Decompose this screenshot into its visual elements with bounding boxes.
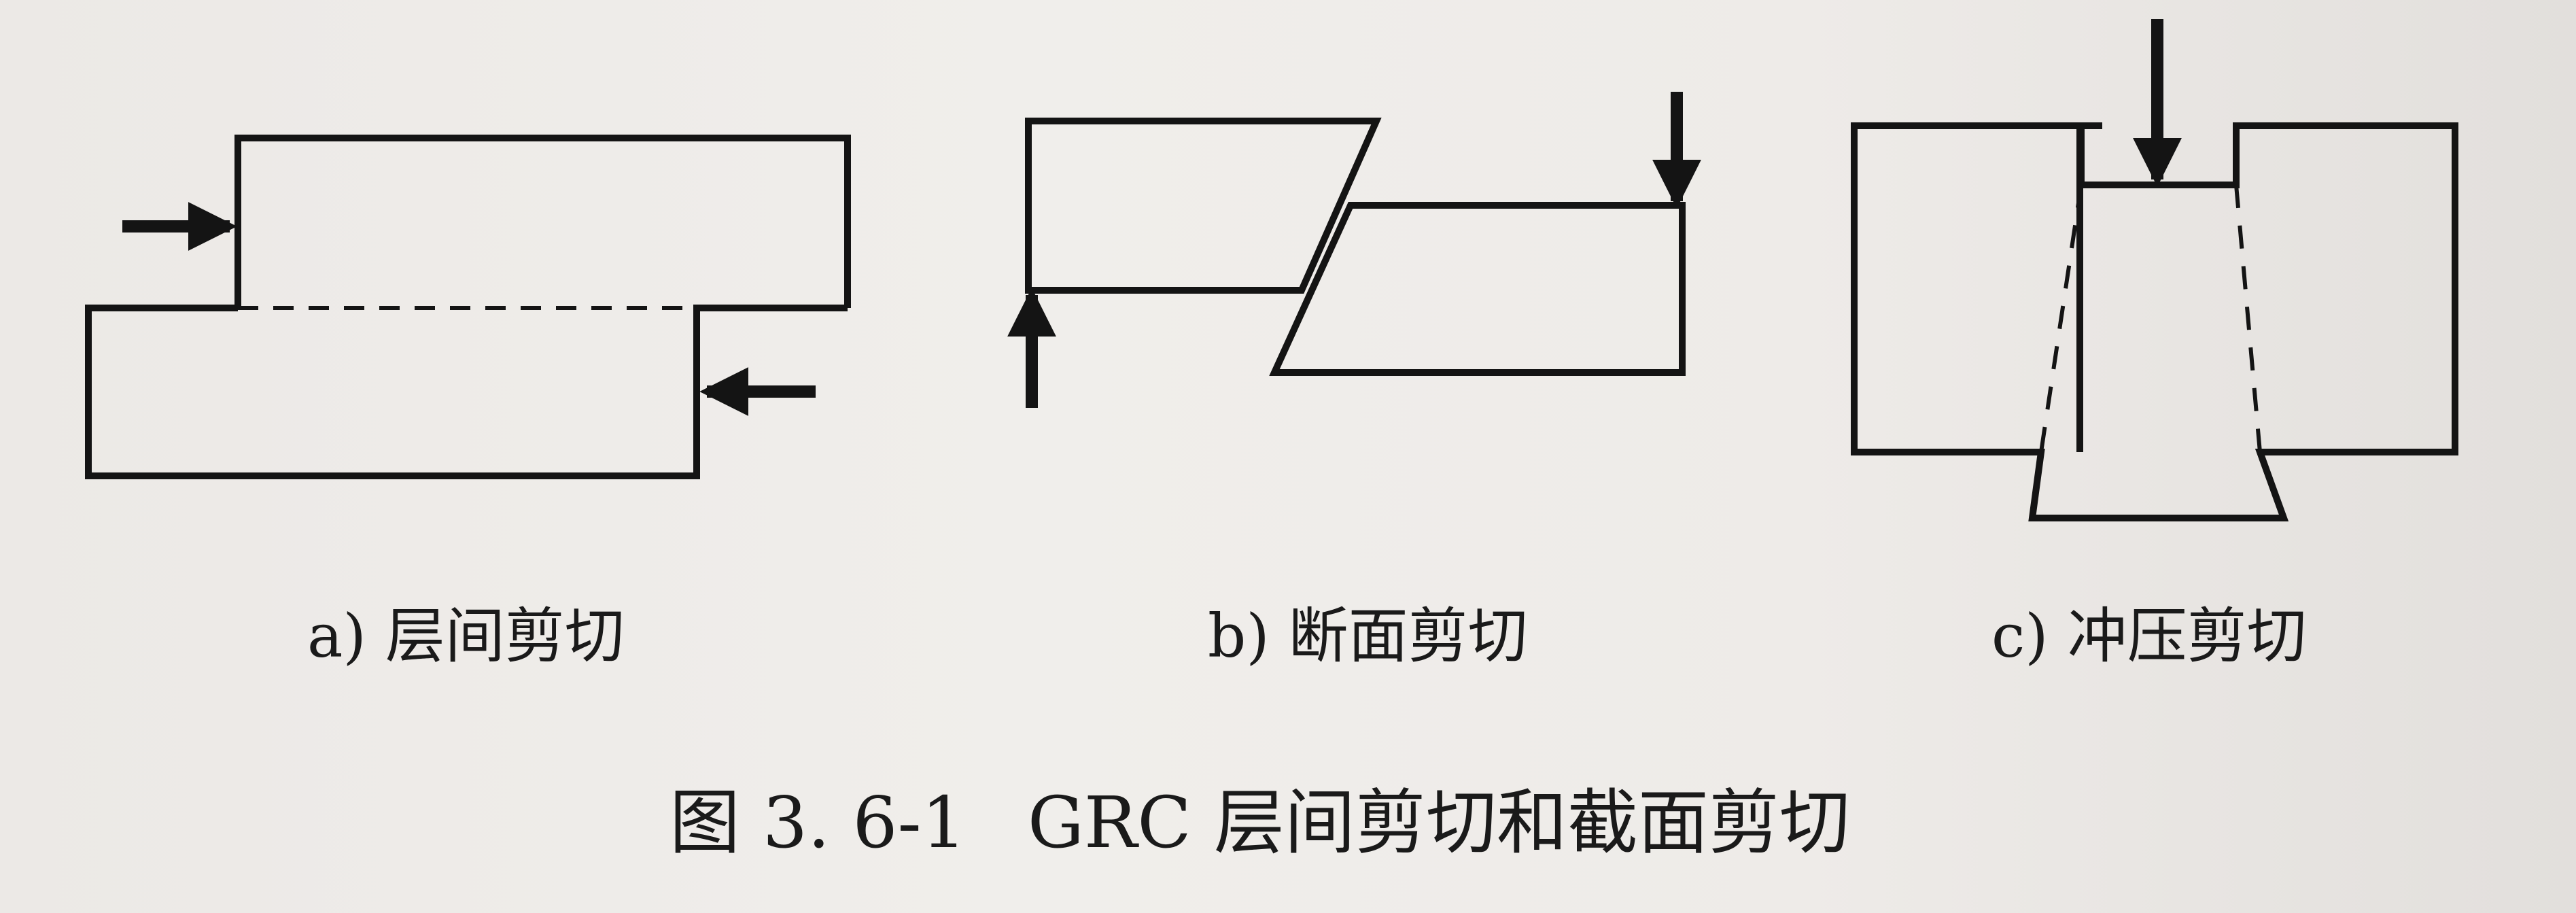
panel-label-b: b) 断面剪切 xyxy=(1208,601,1528,671)
specimen-outline xyxy=(2076,122,2102,452)
panel-label-c: c) 冲压剪切 xyxy=(1991,601,2307,671)
right-block xyxy=(1269,202,1686,376)
outer-outline xyxy=(1851,122,2458,521)
lower-layer-block xyxy=(85,305,848,479)
upper-layer-block xyxy=(234,135,851,308)
figure-number: 图 3. 6-1 xyxy=(669,781,967,864)
diagram-punching-shear xyxy=(1851,19,2458,521)
punch-edge-dashed-right xyxy=(2234,184,2262,453)
diagram-interlaminar-shear xyxy=(85,135,851,479)
left-block xyxy=(1025,118,1382,294)
diagram-section-shear xyxy=(1007,92,1701,408)
punch-edge-dashed-left xyxy=(2039,184,2083,453)
figure-title: GRC 层间剪切和截面剪切 xyxy=(1027,781,1850,864)
panel-label-a: a) 层间剪切 xyxy=(307,601,625,671)
